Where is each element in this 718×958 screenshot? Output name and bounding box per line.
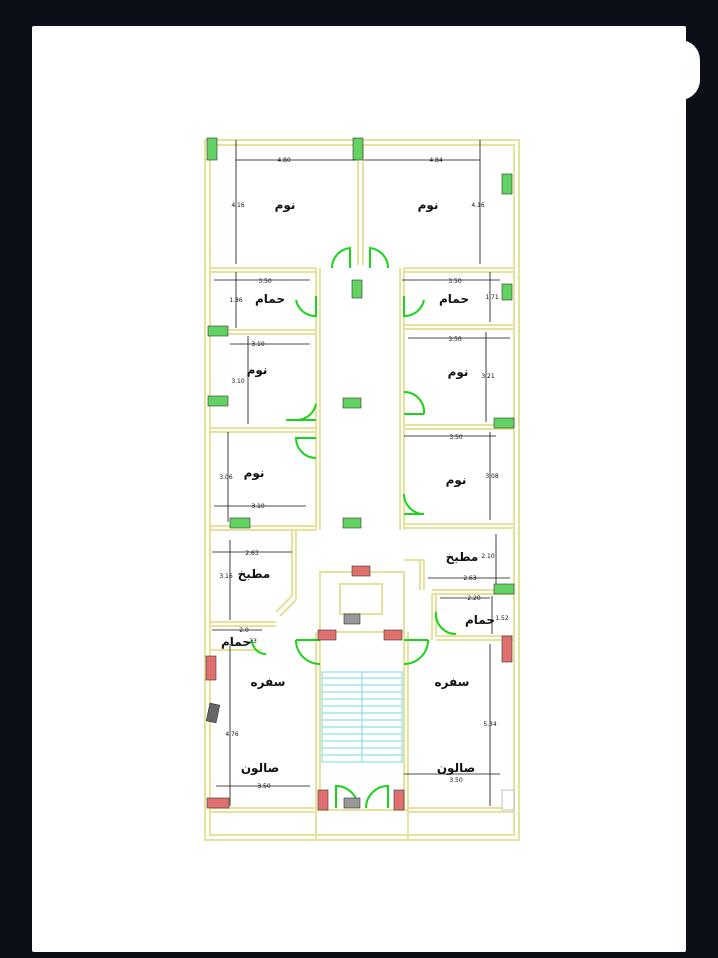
room-label-bedroom: نوم [247, 363, 268, 378]
window-gray [343, 797, 361, 809]
window-green [342, 397, 362, 409]
door-bed3-left [294, 437, 317, 459]
dim-label: 4.80 [277, 157, 291, 164]
room-label-salon: صالون [241, 761, 279, 776]
window-green [342, 517, 362, 529]
door-bed2-right [403, 390, 426, 415]
window-green [207, 395, 229, 407]
room-label-bath: حمام [221, 635, 251, 650]
dim-label: 3.16 [219, 573, 233, 580]
windows [205, 137, 515, 811]
window-red [393, 789, 405, 811]
dim-label: 3.06 [219, 474, 233, 481]
sheet-curl [680, 40, 700, 100]
dim-label: 3.50 [449, 777, 463, 784]
room-label-kitchen: مطبخ [446, 550, 479, 564]
door-top-right [369, 246, 390, 269]
window-green [351, 279, 363, 299]
door-bath-right-2 [434, 611, 457, 636]
door-entrance-right [365, 784, 389, 809]
dimension-labels: 4.80 4.84 4.16 4.16 3.50 3.50 1.86 1.71 … [219, 157, 509, 790]
dim-label: 1.71 [485, 294, 499, 301]
dim-label: 4.76 [225, 731, 239, 738]
dim-label: 3.10 [231, 378, 245, 385]
dim-label: 3.21 [481, 373, 495, 380]
window-red [317, 789, 329, 811]
window-red [383, 629, 403, 641]
dim-label: 4.84 [429, 157, 443, 164]
window-gray [205, 702, 221, 724]
dim-label: .23 [247, 638, 257, 645]
window-green [493, 583, 515, 595]
window-red [351, 565, 371, 577]
dim-label: 2.0 [239, 627, 249, 634]
dim-label: 2.63 [463, 575, 477, 582]
room-label-bath: حمام [255, 292, 285, 307]
dim-label: 3.10 [251, 341, 265, 348]
window-red [317, 629, 337, 641]
door-dining-right [403, 639, 429, 665]
window-green [352, 137, 364, 161]
dim-label: 2.63 [245, 550, 259, 557]
room-label-bath: حمام [439, 292, 469, 307]
window-green [207, 325, 229, 337]
window-blank [501, 789, 515, 811]
stair-lobby [319, 571, 405, 633]
room-label-bedroom: نوم [446, 473, 467, 488]
door-bath-right [403, 296, 425, 318]
dim-label: 3.50 [448, 278, 462, 285]
door-top-left [330, 246, 351, 269]
window-green [229, 517, 251, 529]
room-label-salon: صالون [437, 761, 475, 776]
window-green [493, 417, 515, 429]
window-green [501, 283, 513, 301]
dim-label: 4.16 [471, 202, 485, 209]
dimension-lines [212, 140, 510, 806]
room-label-bath: حمام [465, 613, 495, 628]
dim-label: 1.86 [229, 297, 243, 304]
doors [251, 246, 457, 809]
dim-label: 3.50 [258, 278, 272, 285]
door-bath-left [295, 296, 317, 318]
dim-label: 4.16 [231, 202, 245, 209]
window-red [206, 797, 230, 809]
dim-label: 3.08 [485, 473, 499, 480]
dim-label: 2.20 [467, 595, 481, 602]
elevator-shaft [339, 583, 383, 615]
dim-label: 3.10 [251, 503, 265, 510]
window-green [206, 137, 218, 161]
door-bed2-left [295, 403, 317, 422]
dim-label: 3.50 [257, 783, 271, 790]
dim-label: 3.50 [449, 434, 463, 441]
door-dining-left [295, 639, 321, 665]
room-label-dining: سفره [435, 675, 470, 689]
dim-label: 5.34 [483, 721, 497, 728]
room-label-dining: سفره [251, 675, 286, 689]
window-red [205, 655, 217, 681]
dim-label: 2.10 [481, 553, 495, 560]
window-green [501, 173, 513, 195]
room-label-bedroom: نوم [418, 198, 439, 213]
room-label-bedroom: نوم [244, 466, 265, 481]
room-label-bedroom: نوم [275, 198, 296, 213]
dim-label: 1.52 [495, 615, 509, 622]
room-label-kitchen: مطبخ [238, 567, 271, 581]
door-bed3-right [403, 493, 425, 515]
door-bath-left-2 [251, 639, 267, 655]
stairs [321, 671, 403, 763]
window-red [501, 635, 513, 663]
room-labels: نوم نوم حمام حمام نوم نوم نوم نوم مطبخ م… [221, 198, 495, 776]
room-label-bedroom: نوم [448, 365, 469, 380]
window-gray [343, 613, 361, 625]
dim-label: 3.50 [448, 336, 462, 343]
